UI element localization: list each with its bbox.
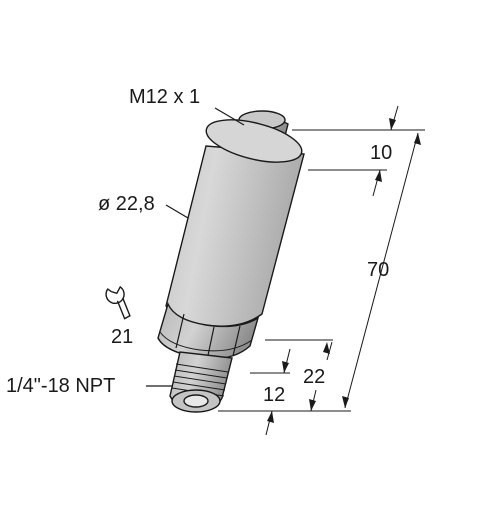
pressure-sensor — [157, 110, 305, 413]
dim-thread-length: 12 — [263, 384, 285, 406]
dim-total-line — [344, 132, 419, 409]
sensor-body — [165, 119, 305, 327]
dimension-lines — [218, 105, 425, 436]
hex-nut — [157, 301, 260, 361]
dim-total-length: 70 — [367, 259, 389, 281]
wrench-size-label: 21 — [111, 326, 133, 348]
body-diameter-label: ø 22,8 — [98, 193, 155, 215]
dim-hex-to-end: 22 — [303, 366, 325, 388]
wrench-icon — [105, 285, 131, 320]
connector-thread-label: M12 x 1 — [129, 86, 200, 108]
dim-connector-length: 10 — [370, 142, 392, 164]
npt-thread — [169, 351, 233, 413]
process-thread-label: 1/4"-18 NPT — [6, 375, 115, 397]
leader-lines — [146, 107, 245, 387]
